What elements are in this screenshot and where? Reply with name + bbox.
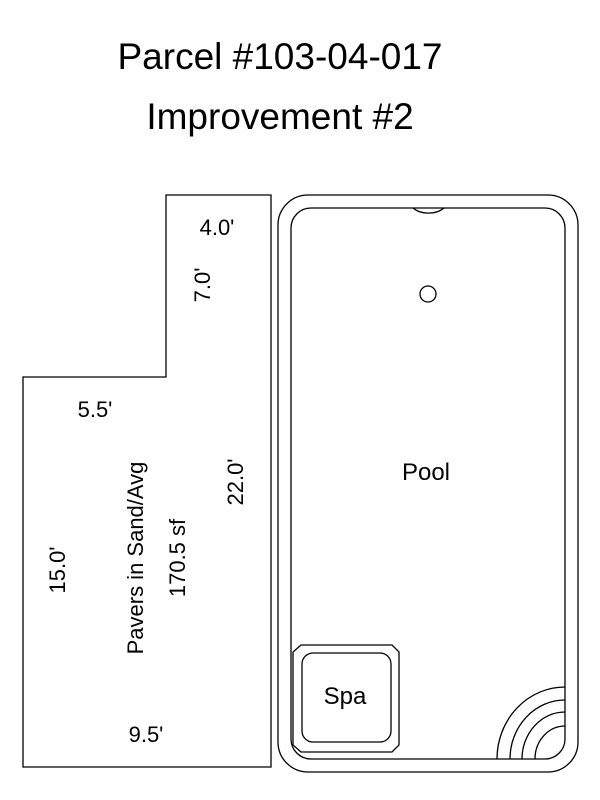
drain-icon: [419, 285, 437, 303]
pool-water-outline: [290, 207, 566, 760]
pool-label: Pool: [402, 459, 450, 486]
pavers-label: Pavers in Sand/Avg: [123, 462, 148, 655]
spa-outline: [292, 644, 400, 753]
improvement-title: Improvement #2: [146, 96, 414, 137]
parcel-title: Parcel #103-04-017: [117, 36, 443, 77]
spa-label: Spa: [324, 683, 367, 710]
dim-right: 22.0': [223, 458, 248, 505]
skimmer-icon: [412, 207, 445, 214]
pavers-outline: [22, 194, 272, 768]
pavers-area: 170.5 sf: [165, 518, 190, 597]
spa-inner: [301, 652, 392, 743]
pool-steps: [496, 686, 566, 760]
dim-notch-side: 7.0': [190, 268, 215, 303]
dim-notch-bottom: 5.5': [78, 397, 113, 422]
pool-deck-outline: [277, 194, 579, 773]
dim-top: 4.0': [200, 215, 235, 240]
dim-bottom: 9.5': [129, 722, 164, 747]
dim-left: 15.0': [45, 546, 70, 593]
